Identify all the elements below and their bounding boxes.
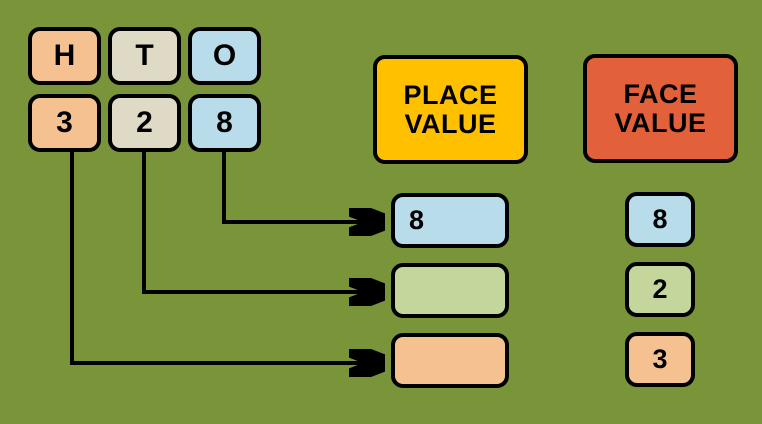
digit-ones-label: 8 — [216, 106, 233, 140]
face-value-row-2: 2 — [625, 262, 695, 317]
face-value-row-3-value: 3 — [652, 344, 668, 375]
place-header-ones-label: O — [212, 39, 237, 73]
face-value-row-1: 8 — [625, 192, 695, 247]
place-value-row-2[interactable] — [391, 263, 509, 318]
connector-tens-to-place-value — [142, 152, 383, 292]
connector-hundreds-to-place-value — [70, 152, 383, 363]
digit-ones: 8 — [188, 94, 261, 152]
place-value-banner-line1: PLACE — [403, 80, 498, 111]
place-value-row-1-value: 8 — [409, 205, 425, 236]
place-header-hundreds-label: H — [53, 39, 76, 73]
place-value-banner-line2: VALUE — [404, 108, 497, 139]
place-header-ones: O — [188, 27, 261, 85]
place-header-tens: T — [108, 27, 181, 85]
connector-ones-to-place-value — [222, 152, 383, 222]
face-value-row-3: 3 — [625, 332, 695, 387]
face-value-banner-line1: FACE — [623, 79, 698, 110]
face-value-row-1-value: 8 — [652, 204, 668, 235]
digit-hundreds: 3 — [28, 94, 101, 152]
face-value-row-2-value: 2 — [652, 274, 668, 305]
place-value-row-3[interactable] — [391, 333, 509, 388]
place-header-tens-label: T — [135, 39, 154, 73]
digit-tens: 2 — [108, 94, 181, 152]
digit-tens-label: 2 — [136, 106, 153, 140]
place-header-hundreds: H — [28, 27, 101, 85]
digit-hundreds-label: 3 — [56, 106, 73, 140]
face-value-banner: FACE VALUE — [583, 54, 738, 163]
face-value-banner-line2: VALUE — [614, 107, 707, 138]
place-value-banner: PLACE VALUE — [373, 55, 528, 164]
place-value-row-1[interactable]: 8 — [391, 193, 509, 248]
